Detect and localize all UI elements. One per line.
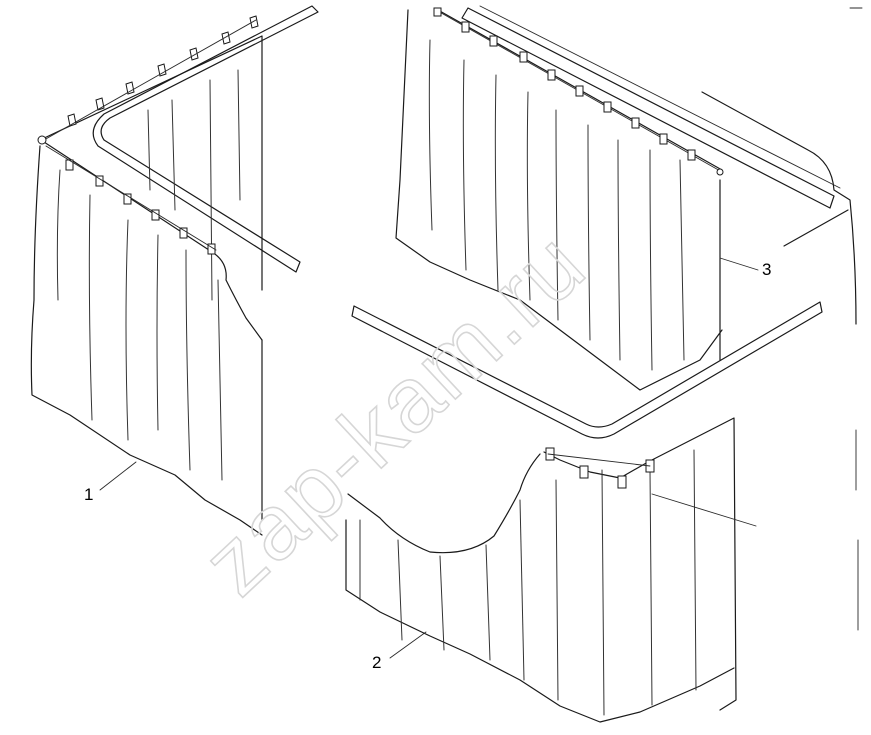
part-1-back-panel [39,35,263,521]
part-1-curtain: 1 [30,5,319,536]
part-1-leader [99,461,137,491]
callout-3: 3 [762,260,771,279]
part-1-hooks-front [37,135,217,255]
part-2-leader [389,631,427,659]
callout-1: 1 [84,485,93,504]
part-1-front-panel [30,141,263,536]
part-2-panel [345,417,737,723]
part-3-curtain: 3 [395,5,859,631]
callout-2: 2 [372,653,381,672]
part-2-curtain: 2 [345,301,823,723]
cab-outline [701,91,857,325]
part-1-rail [92,5,319,273]
part-2-hooks [545,447,655,489]
part-3-hooks [433,7,724,176]
part-3-rail [461,7,835,209]
part-3-leader [719,257,759,271]
part-2-rail [351,301,823,439]
part-1-hooks-back [43,15,259,141]
